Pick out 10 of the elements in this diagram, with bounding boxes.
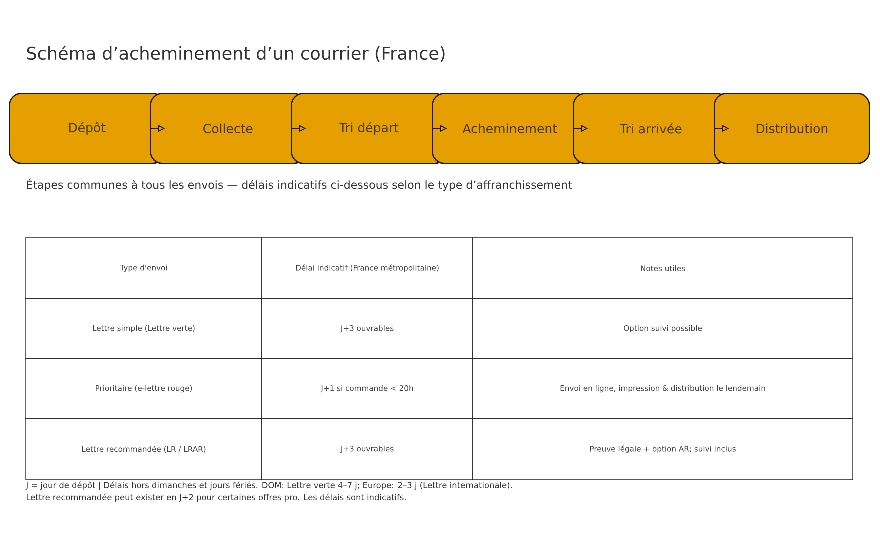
title: Schéma d’acheminement d’un courrier (France) <box>27 46 445 62</box>
process-box: Acheminement <box>432 93 588 164</box>
footnote: J = jour de dépôt | Délais hors dimanches et jours fériés. DOM: Lettre verte 4–7 j; Europe: 2–3 j (Lettre internationale). <box>26 482 512 490</box>
process-box: Tri arrivée <box>573 93 730 164</box>
process-box: Dépôt <box>9 93 166 164</box>
process-box: Tri départ <box>291 93 448 164</box>
footnote: Lettre recommandée peut exister en J+2 pour certaines offres pro. Les délais sont indicatifs. <box>27 494 406 502</box>
process-box: Distribution <box>714 93 870 164</box>
subtitle: Étapes communes à tous les envois — délais indicatifs ci-dessous selon le type d’affranchissement <box>27 178 572 192</box>
process-box: Collecte <box>150 93 306 164</box>
